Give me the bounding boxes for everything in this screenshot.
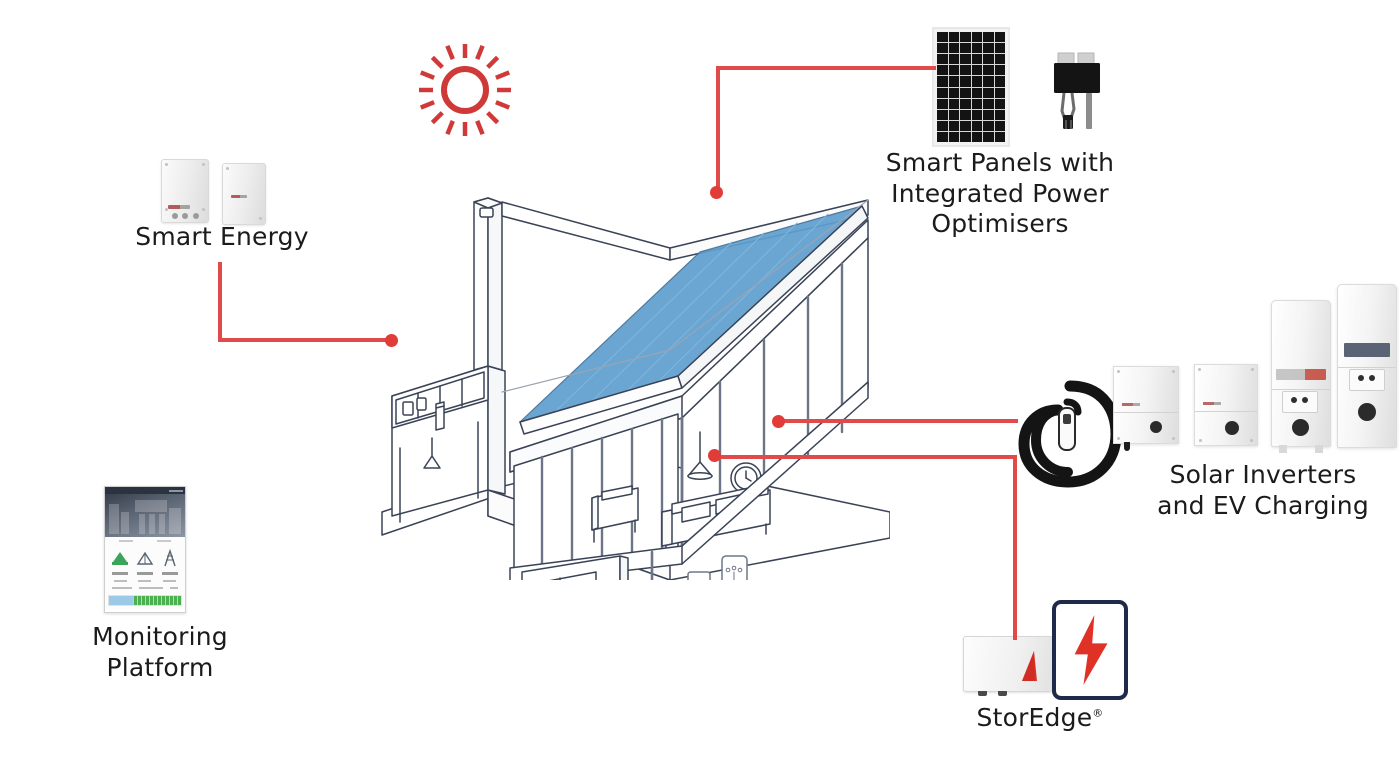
connector-inverters-horizontal (778, 419, 1018, 423)
house-consumption-icon (136, 551, 154, 565)
connector-dot-roof (710, 186, 723, 199)
connector-dot-left-wall (385, 334, 398, 347)
inverter-compact-1 (1113, 366, 1179, 451)
tablet-hero-image (105, 494, 185, 537)
label-monitoring-platform: Monitoring Platform (92, 622, 228, 682)
smart-energy-device-primary (161, 159, 209, 223)
label-smart-panels: Smart Panels with Integrated Power Optim… (885, 148, 1115, 238)
sun-icon (419, 44, 511, 136)
connector-dot-wall-panel (708, 449, 721, 462)
label-solar-inverters: Solar Inverters and EV Charging (1157, 460, 1369, 520)
tablet-status-bar (105, 487, 185, 494)
power-optimiser-product-image (1054, 52, 1100, 129)
tablet-progress-bar (108, 595, 182, 606)
connector-dot-wall-device (772, 415, 785, 428)
label-storedge-text: StorEdge (976, 703, 1093, 732)
registered-trademark-icon: ® (1092, 706, 1104, 720)
lightning-bolt-icon (1074, 614, 1108, 686)
solar-panel-cell-grid (937, 32, 1005, 142)
connector-panels-vertical (716, 66, 720, 191)
tablet-metric-icons (108, 544, 182, 568)
connector-smartenergy-vertical (218, 262, 222, 342)
storedge-red-wedge-icon (1022, 651, 1037, 681)
tablet-dashboard (105, 537, 185, 609)
ev-charging-cable-icon (1018, 380, 1122, 488)
label-storedge: StorEdge® (930, 703, 1150, 734)
smart-energy-device-secondary (222, 163, 266, 225)
inverter-tall-1 (1271, 300, 1331, 453)
storedge-battery (1052, 600, 1128, 700)
inverter-tall-2 (1337, 284, 1397, 448)
connector-smartenergy-horizontal (218, 338, 390, 342)
connector-storedge-horizontal (714, 455, 1017, 459)
house-illustration (381, 197, 890, 580)
solar-array-icon (112, 552, 129, 565)
solar-panel-product-image (932, 27, 1010, 147)
grid-tower-icon (163, 548, 176, 567)
connector-panels-horizontal (716, 66, 936, 70)
connector-storedge-vertical (1013, 455, 1017, 640)
inverter-compact-2 (1194, 364, 1258, 446)
monitoring-platform-device (104, 486, 186, 613)
storedge-inverter (963, 636, 1053, 696)
label-smart-energy: Smart Energy (135, 222, 309, 251)
